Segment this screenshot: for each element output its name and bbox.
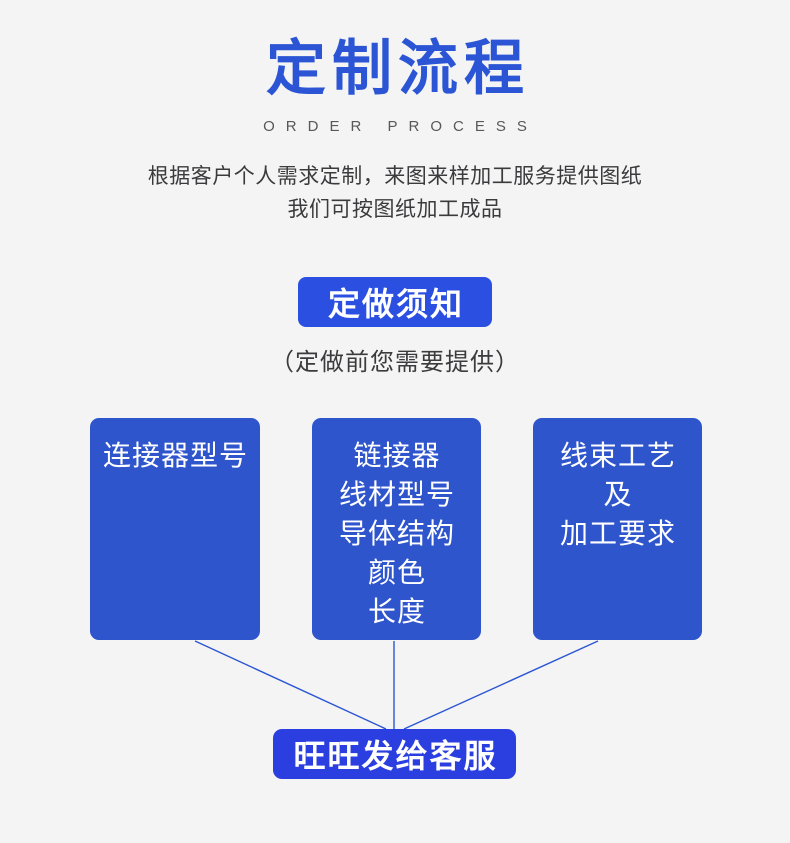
requirement-line: 线材型号 <box>338 479 455 510</box>
requirement-line: 链接器 <box>353 440 441 471</box>
page-title: 定制流程 <box>266 35 530 102</box>
requirement-line: 颜色 <box>367 557 426 588</box>
requirement-box-connector-model: 连接器型号 <box>90 418 260 640</box>
page-subtitle: ORDER PROCESS <box>263 118 538 135</box>
requirement-line: 加工要求 <box>559 518 676 549</box>
requirement-line: 及 <box>603 479 633 510</box>
requirement-box-process-requirements: 线束工艺 及 加工要求 <box>533 418 702 640</box>
requirement-line: 连接器型号 <box>102 440 248 471</box>
notice-badge: 定做须知 <box>298 277 492 327</box>
description-line-1: 根据客户个人需求定制，来图来样加工服务提供图纸 <box>147 165 643 188</box>
description-line-2: 我们可按图纸加工成品 <box>287 198 503 221</box>
requirement-line: 长度 <box>367 596 426 627</box>
requirement-line: 线束工艺 <box>559 440 676 471</box>
notice-subtext: （定做前您需要提供） <box>270 349 520 376</box>
requirement-box-wire-specs: 链接器 线材型号 导体结构 颜色 长度 <box>312 418 481 640</box>
description-block: 根据客户个人需求定制，来图来样加工服务提供图纸 我们可按图纸加工成品 <box>0 160 790 226</box>
connector-line-left <box>194 640 387 730</box>
result-box-send-to-service: 旺旺发给客服 <box>273 729 516 779</box>
connector-line-right <box>403 640 599 730</box>
requirement-line: 导体结构 <box>338 518 455 549</box>
